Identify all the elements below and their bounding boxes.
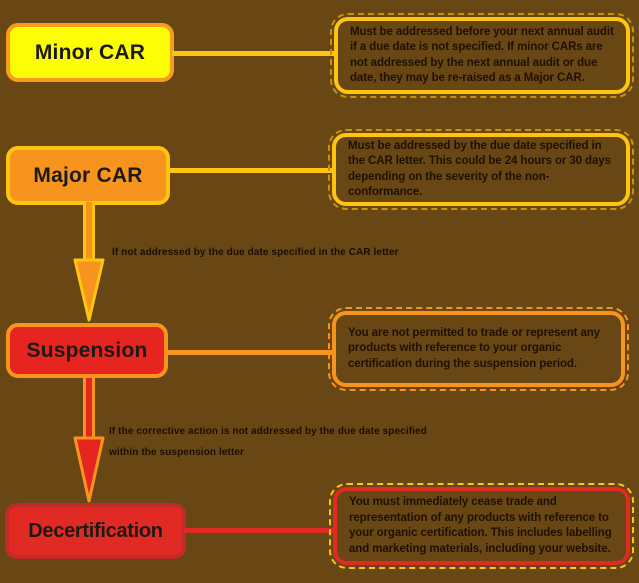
connector-line-major bbox=[168, 168, 333, 173]
connector-line-minor bbox=[172, 51, 335, 56]
stage-box-suspension: Suspension bbox=[6, 323, 168, 378]
desc-box-decertification: You must immediately cease trade and rep… bbox=[329, 483, 634, 569]
desc-text-suspension: You are not permitted to trade or repres… bbox=[348, 326, 600, 370]
stage-box-minor-car: Minor CAR bbox=[6, 23, 174, 82]
connector-line-suspension bbox=[166, 350, 333, 355]
desc-text-decertification: You must immediately cease trade and rep… bbox=[349, 496, 612, 555]
stage-label-major-car: Major CAR bbox=[33, 163, 143, 187]
desc-text-major-car: Must be addressed by the due date specif… bbox=[348, 139, 611, 199]
transition-label-suspension-letter: If the corrective action is not addresse… bbox=[109, 426, 427, 458]
desc-box-minor-car: Must be addressed before your next annua… bbox=[330, 13, 634, 98]
desc-text-minor-car: Must be addressed before your next annua… bbox=[350, 25, 614, 85]
stage-label-decertification: Decertification bbox=[28, 519, 163, 542]
desc-box-major-car: Must be addressed by the due date specif… bbox=[328, 129, 634, 210]
desc-box-suspension: You are not permitted to trade or repres… bbox=[328, 307, 629, 391]
down-arrow-icon-major-to-suspension bbox=[73, 202, 105, 322]
stage-box-decertification: Decertification bbox=[5, 503, 186, 559]
transition-label-car-letter: If not addressed by the due date specifi… bbox=[112, 247, 399, 258]
stage-label-suspension: Suspension bbox=[26, 338, 148, 362]
stage-label-minor-car: Minor CAR bbox=[34, 40, 146, 64]
down-arrow-icon-suspension-to-decertification bbox=[73, 378, 105, 503]
stage-box-major-car: Major CAR bbox=[6, 146, 170, 205]
connector-line-decertification bbox=[184, 528, 334, 533]
